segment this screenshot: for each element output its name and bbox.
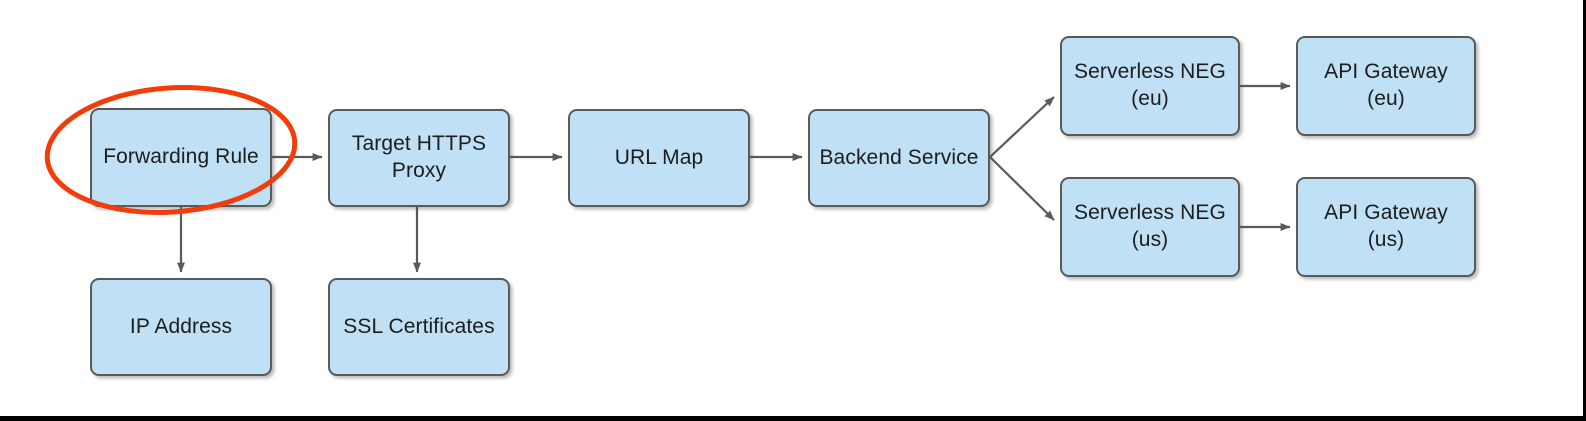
node-serverless-neg-us-label: Serverless NEG (us) [1074, 201, 1226, 251]
node-api-gateway-eu-label: API Gateway (eu) [1324, 60, 1448, 110]
edge-backend-service-to-serverless-neg-us [989, 156, 1055, 221]
node-backend-service[interactable]: Backend Service [808, 109, 990, 207]
node-backend-service-label: Backend Service [819, 145, 979, 169]
node-forwarding-rule[interactable]: Forwarding Rule [90, 108, 272, 207]
node-ip-address-label: IP Address [129, 314, 233, 338]
edge-backend-service-to-serverless-neg-eu [989, 96, 1055, 158]
node-api-gateway-us[interactable]: API Gateway (us) [1296, 177, 1476, 277]
node-ssl-certificates[interactable]: SSL Certificates [328, 278, 510, 376]
node-url-map[interactable]: URL Map [568, 109, 750, 207]
node-target-https-proxy-label: Target HTTPS Proxy [351, 132, 487, 182]
node-api-gateway-eu[interactable]: API Gateway (eu) [1296, 36, 1476, 136]
node-ip-address[interactable]: IP Address [90, 278, 272, 376]
node-serverless-neg-us[interactable]: Serverless NEG (us) [1060, 177, 1240, 277]
node-ssl-certificates-label: SSL Certificates [343, 314, 495, 338]
node-api-gateway-us-label: API Gateway (us) [1324, 201, 1448, 251]
node-url-map-label: URL Map [614, 145, 704, 169]
node-target-https-proxy[interactable]: Target HTTPS Proxy [328, 109, 510, 207]
node-serverless-neg-eu[interactable]: Serverless NEG (eu) [1060, 36, 1240, 136]
node-forwarding-rule-label: Forwarding Rule [103, 145, 259, 169]
node-serverless-neg-eu-label: Serverless NEG (eu) [1074, 60, 1226, 110]
